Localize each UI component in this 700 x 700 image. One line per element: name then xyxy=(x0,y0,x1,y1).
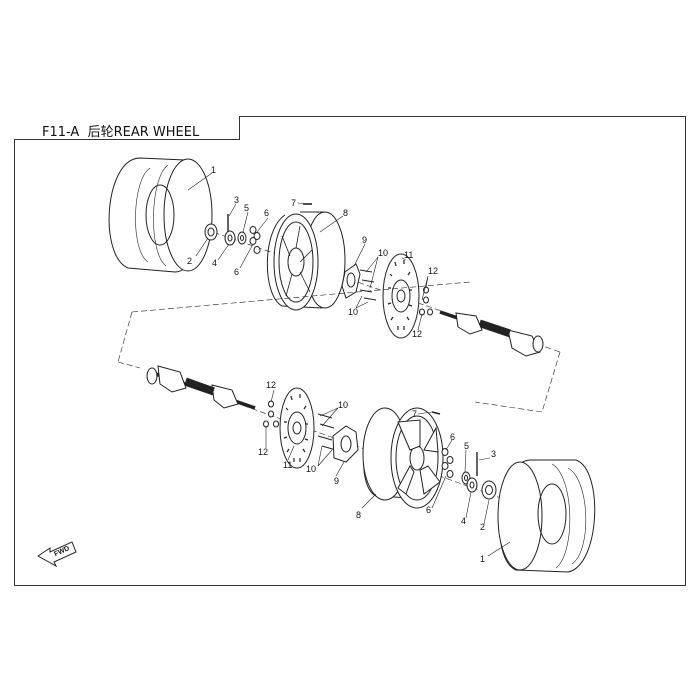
diagram-frame xyxy=(14,116,686,586)
leader-lines xyxy=(187,172,511,557)
lower-valve xyxy=(431,411,441,415)
callout-2-lower: 2 xyxy=(480,522,485,532)
callout-10-upper-b: 10 xyxy=(348,307,358,317)
callout-7-upper: 7 xyxy=(291,198,296,208)
callout-9-upper: 9 xyxy=(362,235,367,245)
callout-2-upper: 2 xyxy=(187,256,192,266)
upper-washer xyxy=(224,230,236,246)
upper-wheel-nuts xyxy=(249,226,261,254)
connection-dashed-lines xyxy=(117,281,561,413)
callout-4-lower: 4 xyxy=(461,516,466,526)
callout-3-upper: 3 xyxy=(234,195,239,205)
callout-6-lower-b: 6 xyxy=(426,505,431,515)
callout-8-upper: 8 xyxy=(343,208,348,218)
upper-brake-disc xyxy=(382,253,420,339)
lower-hub xyxy=(332,425,359,463)
callout-5-upper: 5 xyxy=(244,203,249,213)
lower-studs xyxy=(317,413,337,451)
upper-axle-nut xyxy=(204,223,218,241)
callout-5-lower: 5 xyxy=(464,441,469,451)
lower-drive-shaft xyxy=(146,365,256,410)
lower-tire xyxy=(497,459,596,573)
callout-6-upper-b: 6 xyxy=(234,267,239,277)
callout-6-upper-a: 6 xyxy=(264,208,269,218)
callout-11-upper: 11 xyxy=(404,250,413,260)
callout-11-lower: 11 xyxy=(283,460,292,470)
lower-axle-nut xyxy=(481,480,497,500)
callout-12-upper-a: 12 xyxy=(428,266,438,276)
callout-3-lower: 3 xyxy=(491,449,496,459)
callout-12-lower-a: 12 xyxy=(266,380,276,390)
callout-10-lower-a: 10 xyxy=(338,400,348,410)
upper-drive-shaft xyxy=(439,310,544,357)
callout-12-lower-b: 12 xyxy=(258,447,268,457)
fwd-arrow-icon xyxy=(37,541,77,568)
lower-brake-disc xyxy=(279,387,315,469)
title-box xyxy=(14,116,240,140)
upper-rim xyxy=(266,211,346,311)
callout-10-lower-b: 10 xyxy=(306,464,316,474)
callout-6-lower-a: 6 xyxy=(450,432,455,442)
callout-7-lower: 7 xyxy=(412,409,417,419)
callout-9-lower: 9 xyxy=(334,476,339,486)
callout-8-lower: 8 xyxy=(356,510,361,520)
lower-bolts xyxy=(263,400,279,428)
callout-10-upper-a: 10 xyxy=(378,248,388,258)
callout-1-upper: 1 xyxy=(211,165,216,175)
title-name: 后轮REAR WHEEL xyxy=(87,125,200,140)
lower-washer xyxy=(466,477,478,493)
upper-tire xyxy=(108,157,213,273)
lower-wheel-nuts xyxy=(441,448,454,478)
callout-12-upper-b: 12 xyxy=(412,329,422,339)
lower-rim xyxy=(362,407,444,509)
upper-bolts xyxy=(419,286,433,316)
page-title: F11-A 后轮REAR WHEEL xyxy=(42,121,199,140)
upper-spacer xyxy=(237,231,247,245)
callout-1-lower: 1 xyxy=(480,554,485,564)
title-code: F11-A xyxy=(42,125,80,140)
callout-4-upper: 4 xyxy=(212,258,217,268)
upper-hub xyxy=(341,263,361,299)
upper-studs xyxy=(359,269,377,301)
